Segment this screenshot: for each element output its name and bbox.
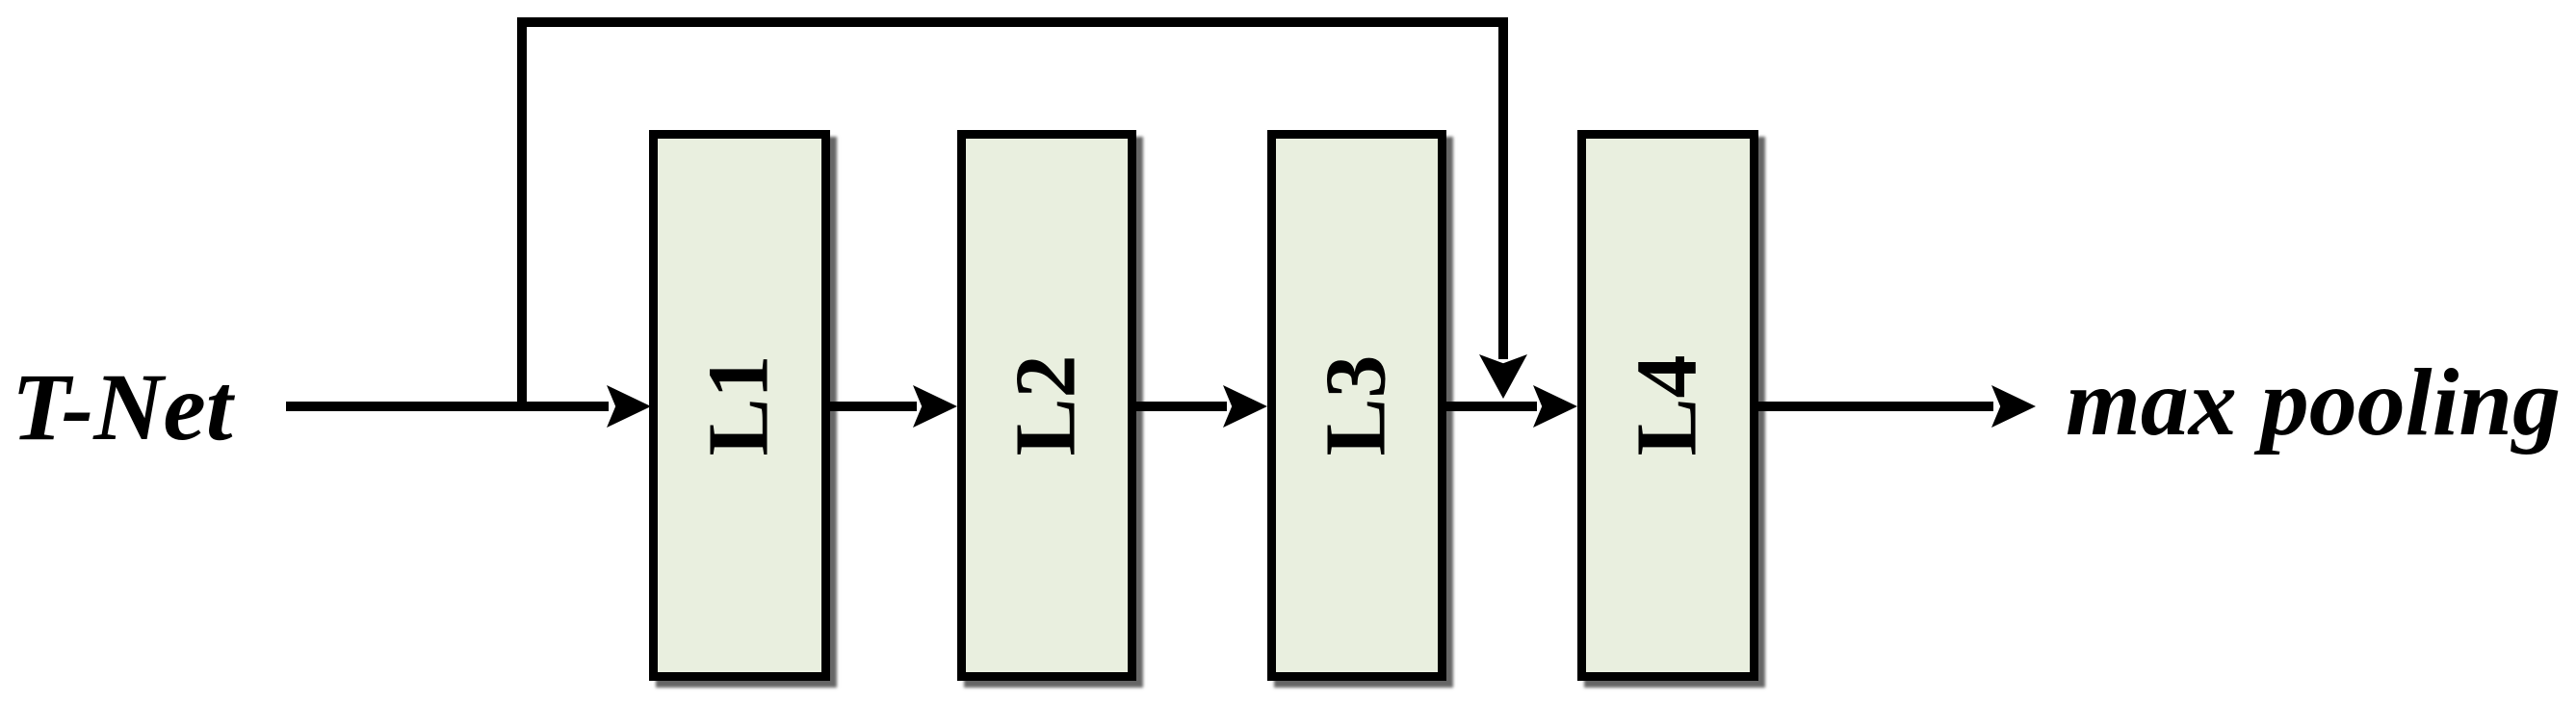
output-label: max pooling (2066, 349, 2561, 455)
skip-connection-arrowhead-icon (1479, 354, 1527, 399)
input-label: T-Net (12, 353, 233, 460)
arrow-l2-to-l3-arrowhead-icon (1223, 385, 1267, 428)
arrow-l3-to-l4-arrowhead-icon (1533, 385, 1577, 428)
arrow-l1-to-l2-line (826, 402, 917, 411)
output-arrowhead-icon (1991, 385, 2036, 428)
arrow-l1-to-l2-arrowhead-icon (913, 385, 957, 428)
skip-connection-right-line (1498, 17, 1508, 359)
layer-label-l3: L3 (1309, 354, 1404, 456)
arrow-l3-to-l4-line (1443, 402, 1537, 411)
input-arrow-line (286, 402, 609, 411)
layer-label-l4: L4 (1620, 354, 1715, 456)
input-arrowhead-icon (607, 385, 651, 428)
layer-box-l1: L1 (649, 130, 830, 681)
layer-box-l4: L4 (1577, 130, 1758, 681)
layer-label-l1: L1 (691, 354, 787, 456)
output-arrow-line (1755, 402, 1993, 411)
arrow-l2-to-l3-line (1132, 402, 1227, 411)
layer-label-l2: L2 (999, 354, 1094, 456)
layer-box-l3: L3 (1267, 130, 1446, 681)
layer-box-l2: L2 (957, 130, 1136, 681)
skip-connection-left-line (517, 17, 527, 411)
skip-connection-top-line (517, 17, 1508, 27)
